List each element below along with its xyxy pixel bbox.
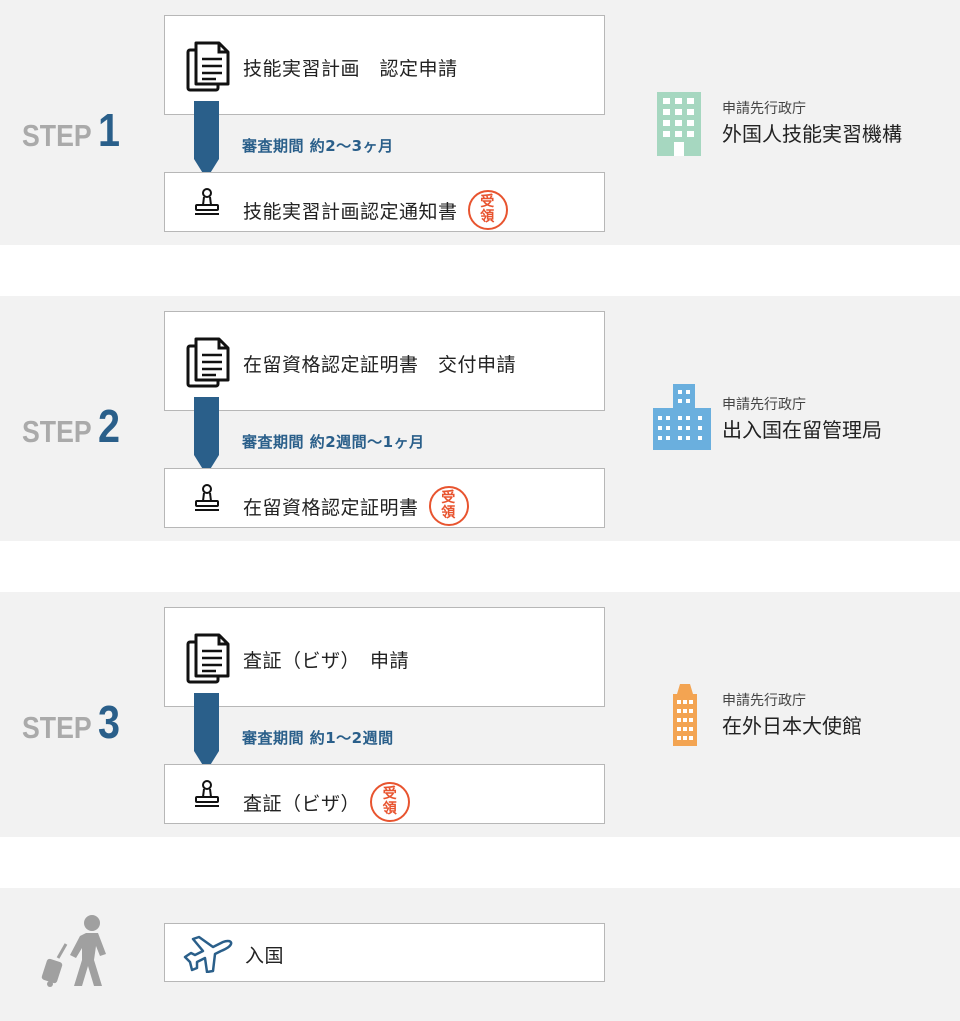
seal-char-top: 受 xyxy=(441,490,456,506)
step-1-agency: 申請先行政庁 外国人技能実習機構 xyxy=(655,90,945,160)
traveler-with-suitcase-icon xyxy=(41,915,106,987)
application-title: 在留資格認定証明書 交付申請 xyxy=(243,354,517,376)
step-word: STEP xyxy=(22,414,92,449)
application-title: 査証（ビザ） 申請 xyxy=(243,650,410,672)
step-number: 1 xyxy=(98,104,121,156)
review-period: 審査期間 約1〜2週間 xyxy=(242,729,394,747)
entry-box: 入国 xyxy=(164,923,605,982)
document-icon xyxy=(186,41,230,92)
agency-name: 在外日本大使館 xyxy=(722,714,862,738)
application-title: 技能実習計画 認定申請 xyxy=(243,58,458,80)
document-icon xyxy=(186,633,230,684)
step-2-label: STEP 2 xyxy=(22,399,124,452)
result-row: 査証（ビザ） 受 領 xyxy=(243,782,411,822)
received-seal: 受 領 xyxy=(467,190,508,230)
flow-arrow xyxy=(194,397,219,475)
step-1-application-box: 技能実習計画 認定申請 xyxy=(164,15,605,115)
agency-subtitle: 申請先行政庁 xyxy=(722,101,806,117)
result-title: 技能実習計画認定通知書 xyxy=(243,200,458,223)
seal-char-bottom: 領 xyxy=(480,209,495,225)
step-3-result-box: 査証（ビザ） 受 領 xyxy=(164,764,605,824)
step-2-agency: 申請先行政庁 出入国在留管理局 xyxy=(653,384,945,456)
step-3-application-box: 査証（ビザ） 申請 xyxy=(164,607,605,707)
document-icon xyxy=(186,337,230,388)
step-1-label: STEP 1 xyxy=(22,103,124,156)
received-seal: 受 領 xyxy=(428,486,469,526)
step-3-agency: 申請先行政庁 在外日本大使館 xyxy=(655,682,945,752)
step-word: STEP xyxy=(22,118,92,153)
review-period: 審査期間 約2週間〜1ヶ月 xyxy=(242,433,425,451)
seal-char-bottom: 領 xyxy=(382,801,398,817)
step-2-application-box: 在留資格認定証明書 交付申請 xyxy=(164,311,605,411)
result-title: 在留資格認定証明書 xyxy=(243,496,419,519)
result-title: 査証（ビザ） xyxy=(243,792,361,815)
city-buildings-icon xyxy=(653,384,711,450)
stamp-icon xyxy=(195,188,219,215)
agency-subtitle: 申請先行政庁 xyxy=(722,397,806,413)
flow-arrow xyxy=(194,693,219,771)
seal-char-top: 受 xyxy=(382,786,398,802)
embassy-tower-icon xyxy=(673,684,697,746)
seal-char-bottom: 領 xyxy=(441,505,456,521)
result-row: 技能実習計画認定通知書 受 領 xyxy=(243,190,508,230)
stamp-icon xyxy=(195,484,219,511)
office-building-icon xyxy=(657,92,701,156)
step-3-label: STEP 3 xyxy=(22,695,124,748)
agency-name: 出入国在留管理局 xyxy=(722,418,882,442)
agency-name: 外国人技能実習機構 xyxy=(722,122,902,146)
agency-subtitle: 申請先行政庁 xyxy=(722,693,806,709)
step-word: STEP xyxy=(22,710,92,745)
seal-char-top: 受 xyxy=(480,194,495,210)
stamp-icon xyxy=(195,780,219,807)
review-period: 審査期間 約2〜3ヶ月 xyxy=(242,137,394,155)
airplane-icon xyxy=(183,935,233,973)
entry-label: 入国 xyxy=(245,945,285,967)
result-row: 在留資格認定証明書 受 領 xyxy=(243,486,469,526)
received-seal: 受 領 xyxy=(370,782,411,822)
step-1-result-box: 技能実習計画認定通知書 受 領 xyxy=(164,172,605,232)
flow-arrow xyxy=(194,101,219,179)
step-2-result-box: 在留資格認定証明書 受 領 xyxy=(164,468,605,528)
step-number: 2 xyxy=(98,400,121,452)
step-number: 3 xyxy=(98,696,121,748)
